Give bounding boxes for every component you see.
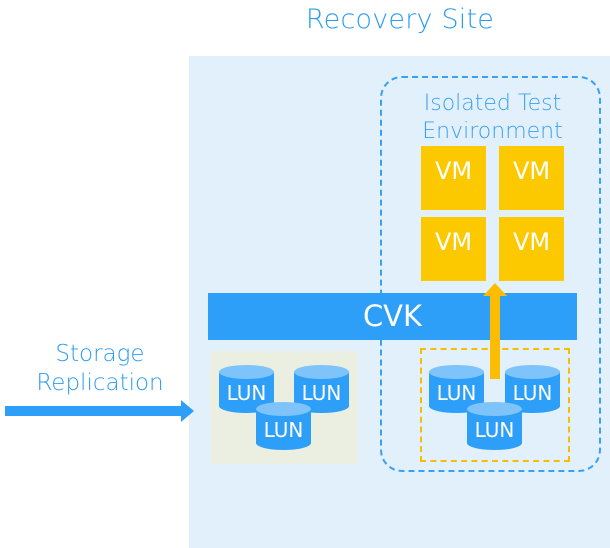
lun-label: LUN [227, 381, 267, 405]
replication-arrow-shaft [5, 406, 181, 416]
lun-disk-icon[interactable]: LUN [467, 401, 523, 451]
lun-label: LUN [475, 418, 515, 442]
storage-replication-arrow [5, 400, 194, 422]
replication-label-line1: Storage [55, 341, 145, 367]
recovery-site-title: Recovery Site [305, 4, 495, 35]
replication-arrow-head-icon [181, 400, 194, 422]
lun-disk-icon[interactable]: LUN [256, 401, 312, 451]
isolated-test-environment-label: Isolated Test Environment [380, 90, 605, 146]
lun-label: LUN [437, 381, 477, 405]
lun-disk-icon[interactable]: LUN [294, 364, 350, 414]
lun-disk-icon[interactable]: LUN [219, 364, 275, 414]
isolated-test-environment-boundary [380, 76, 601, 472]
isolated-label-line2: Environment [422, 119, 563, 144]
vm-box[interactable]: VM [421, 217, 486, 281]
isolated-label-line1: Isolated Test [423, 91, 562, 116]
lun-label: LUN [302, 381, 342, 405]
arrow-shaft [490, 295, 500, 379]
snapshot-lun-cluster [420, 348, 570, 462]
storage-replication-label: Storage Replication [30, 340, 170, 398]
lun-label: LUN [513, 381, 553, 405]
vm-box[interactable]: VM [499, 146, 564, 210]
vm-box[interactable]: VM [421, 146, 486, 210]
vm-box[interactable]: VM [499, 217, 564, 281]
replication-label-line2: Replication [36, 370, 164, 396]
cvk-hypervisor-bar[interactable]: CVK [208, 293, 577, 340]
lun-label: LUN [264, 418, 304, 442]
arrow-head-icon [483, 283, 507, 296]
mount-arrow [483, 283, 507, 379]
